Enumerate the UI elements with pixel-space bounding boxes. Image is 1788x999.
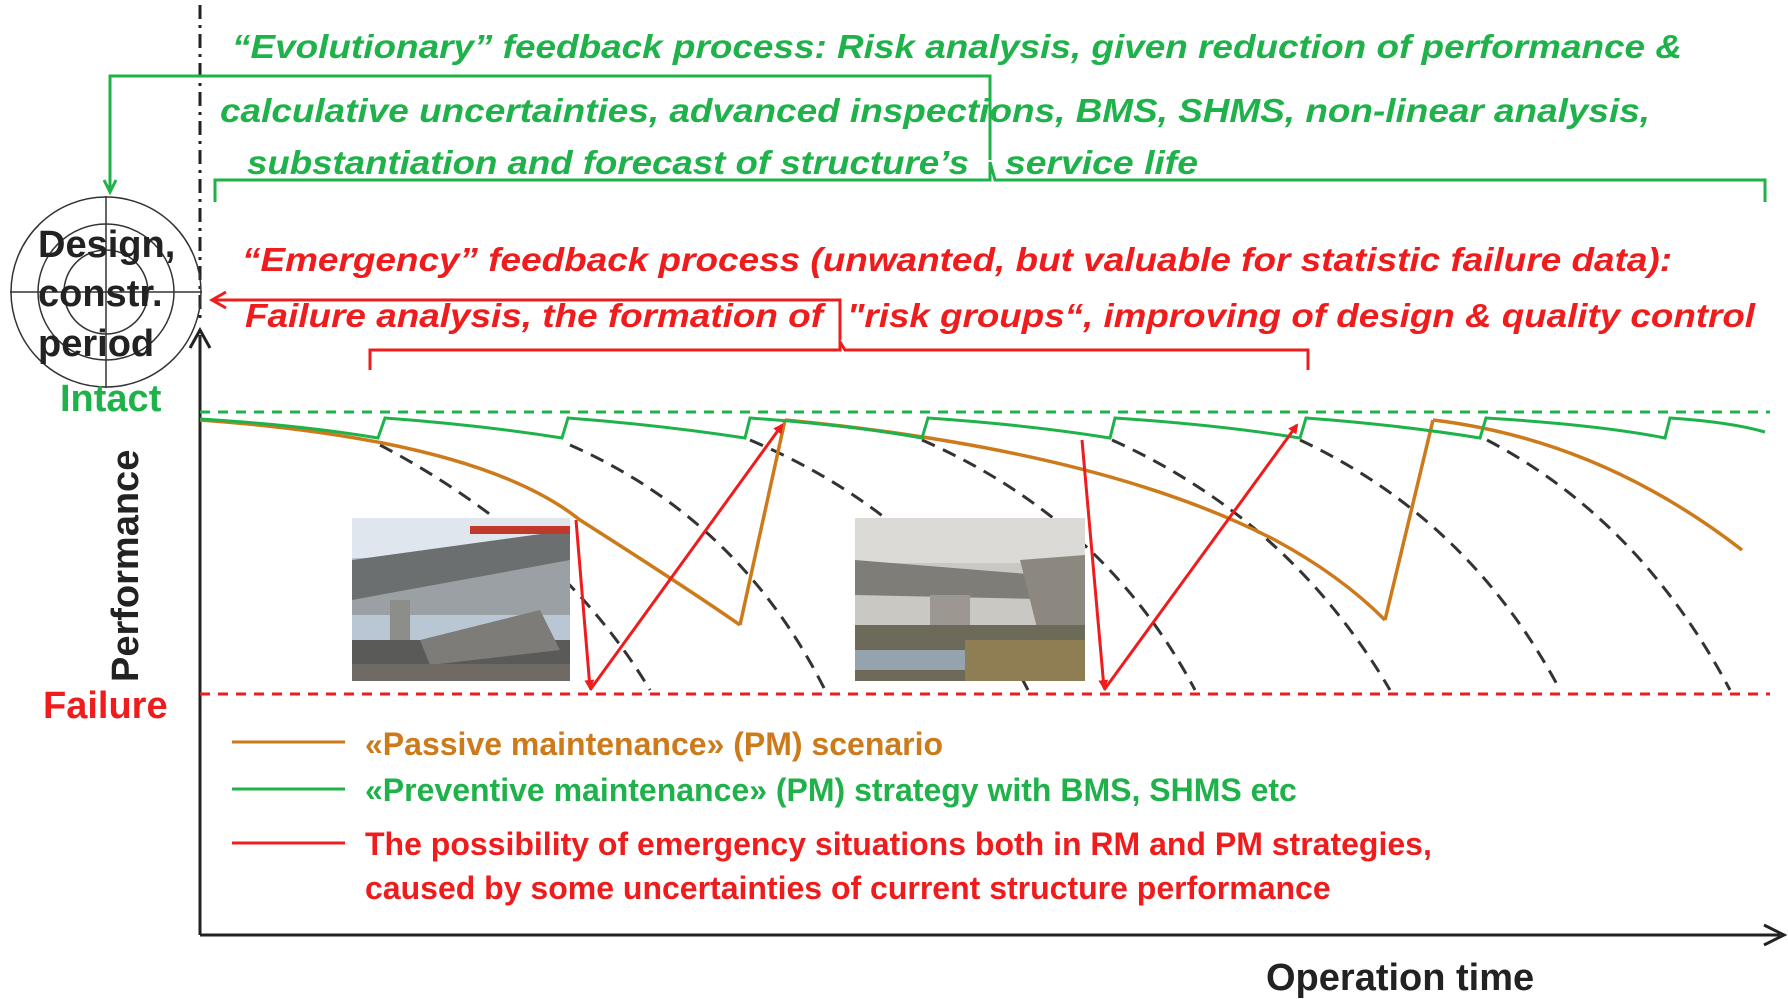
emergency-line-1: “Emergency” feedback process (unwanted, … [242, 241, 1672, 278]
design-target-icon [10, 196, 202, 388]
collapsed-bridge-photo [855, 518, 1085, 681]
preventive-maintenance-curve [199, 416, 1766, 440]
evolutionary-line-2: calculative uncertainties, advanced insp… [220, 92, 1650, 129]
evolutionary-line-3a: substantiation and forecast of structure… [247, 144, 969, 181]
x-axis-label: Operation time [1266, 957, 1534, 999]
chart-axes [188, 326, 1788, 947]
y-axis-label: Performance [105, 450, 147, 682]
collapsed-overpass-photo [352, 518, 570, 681]
emergency-arrows [574, 423, 1299, 691]
target-line-2: constr. [38, 273, 163, 315]
emergency-line-2a: Failure analysis, the formation of [245, 297, 826, 334]
legend-passive-text: «Passive maintenance» (PM) scenario [365, 726, 943, 762]
legend-emergency-text-2: caused by some uncertainties of current … [365, 870, 1331, 906]
intact-label: Intact [60, 378, 162, 420]
legend-preventive-text: «Preventive maintenance» (PM) strategy w… [365, 772, 1297, 808]
legend-emergency-text-1: The possibility of emergency situations … [365, 826, 1432, 862]
evolutionary-line-1: “Evolutionary” feedback process: Risk an… [232, 28, 1682, 65]
passive-maintenance-curves [199, 418, 1744, 627]
failure-label: Failure [43, 685, 168, 727]
evolutionary-feedback-loop [102, 74, 1767, 202]
emergency-line-2b: "risk groups“, improving of design & qua… [847, 297, 1756, 334]
evolutionary-line-3b: service life [1005, 144, 1198, 181]
target-line-3: period [38, 323, 154, 365]
target-line-1: Design, [38, 224, 175, 266]
emergency-feedback-loop [208, 290, 1310, 370]
